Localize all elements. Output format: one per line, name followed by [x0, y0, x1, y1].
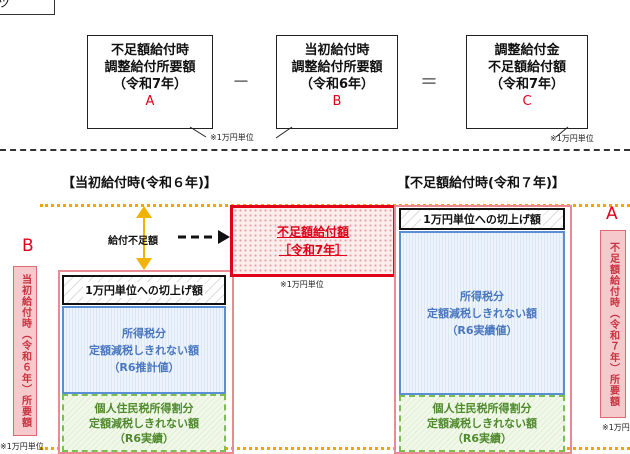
box-b-letter: B — [332, 94, 342, 109]
formula-box-b: 当初給付時 調整給付所要額 （令和6年） B — [276, 35, 398, 129]
left-unit-note: ※1万円単位 — [0, 442, 44, 451]
left-resident-tax-box: 個人住民税所得割分 定額減税しきれない額 （R6実績） — [62, 394, 226, 452]
formula-box-c: 調整給付金 不足額給付額 （令和7年） C — [466, 35, 588, 129]
right-blue-line2: 定額減税しきれない額 — [427, 306, 537, 320]
left-blue-line1: 所得税分 — [122, 326, 166, 340]
right-resident-tax-box: 個人住民税所得割分 定額減税しきれない額 （R6実績） — [399, 395, 565, 452]
right-side-label: 不足額給付時（令和７年）所要額 — [600, 230, 626, 418]
unit-note-a: ※1万円単位 — [210, 133, 254, 142]
right-side-label-text: 不足額給付時（令和７年）所要額 — [607, 241, 619, 407]
box-a-line2: 調整給付所要額 — [104, 60, 196, 75]
left-side-label: 当初給付時（令和６年）所要額 — [13, 266, 37, 436]
unit-note-c: ※1万円単位 — [550, 134, 594, 143]
left-side-label-text: 当初給付時（令和６年）所要額 — [19, 274, 31, 428]
dashed-right-arrow — [178, 230, 230, 244]
right-side-letter: A — [606, 204, 618, 224]
formula-box-a: 不足額給付時 調整給付所要額 （令和7年） A — [87, 35, 213, 129]
box-b-line1: 当初給付時 — [304, 43, 370, 58]
box-a-letter: A — [145, 94, 155, 109]
equals-sign: ＝ — [420, 72, 438, 93]
box-a-line1: 不足額給付時 — [110, 43, 189, 58]
shortfall-vertical-arrow — [136, 206, 152, 270]
right-green-line3: （R6実績） — [451, 432, 513, 445]
left-green-line3: （R6実績） — [113, 431, 175, 445]
gold-line-bottom — [40, 447, 630, 450]
top-left-fragment: ツ — [0, 0, 55, 15]
left-blue-line2: 定額減税しきれない額 — [89, 343, 199, 357]
left-income-tax-box: 所得税分 定額減税しきれない額 （R6推計値） — [62, 306, 226, 394]
section-divider — [0, 149, 630, 151]
box-c-line2: 不足額給付額 — [487, 60, 566, 75]
box-c-line3: （令和7年） — [489, 77, 565, 92]
box-c-letter: C — [522, 94, 532, 109]
shortfall-box-line2: ［令和7年］ — [278, 243, 348, 257]
left-header: 【当初給付時(令和６年)】 — [62, 176, 217, 191]
right-blue-line3: （R6実績値） — [446, 323, 518, 337]
shortfall-payment-box: 不足額給付額 ［令和7年］ — [230, 205, 396, 277]
left-green-line1: 個人住民税所得割分 — [94, 401, 194, 415]
right-cut-box: 1万円単位への切上げ額 — [399, 208, 565, 230]
left-green-line2: 定額減税しきれない額 — [89, 416, 199, 430]
left-cut-label: 1万円単位への切上げ額 — [83, 282, 205, 298]
box-b-line2: 調整給付所要額 — [291, 60, 383, 75]
right-unit-note: ※1万円 — [602, 423, 630, 432]
right-cut-label: 1万円単位への切上げ額 — [421, 211, 543, 227]
box-b-line3: （令和6年） — [299, 77, 375, 92]
right-header: 【不足額給付時(令和７年)】 — [397, 176, 565, 191]
right-green-line1: 個人住民税所得割分 — [432, 402, 532, 415]
right-income-tax-box: 所得税分 定額減税しきれない額 （R6実績値） — [399, 231, 565, 395]
right-blue-line1: 所得税分 — [460, 289, 504, 303]
minus-sign: － — [232, 72, 250, 93]
middle-unit-note: ※1万円単位 — [280, 280, 324, 289]
fragment-glyph: ツ — [0, 0, 11, 10]
shortfall-label: 給付不足額 — [108, 236, 158, 247]
box-c-line1: 調整給付金 — [494, 43, 560, 58]
box-a-line3: （令和7年） — [112, 77, 188, 92]
left-side-letter: B — [22, 236, 34, 256]
right-green-line2: 定額減税しきれない額 — [427, 417, 537, 430]
left-blue-line3: （R6推計値） — [108, 360, 180, 374]
left-cut-box: 1万円単位への切上げ額 — [62, 275, 226, 305]
shortfall-box-line1: 不足額給付額 — [276, 225, 349, 239]
